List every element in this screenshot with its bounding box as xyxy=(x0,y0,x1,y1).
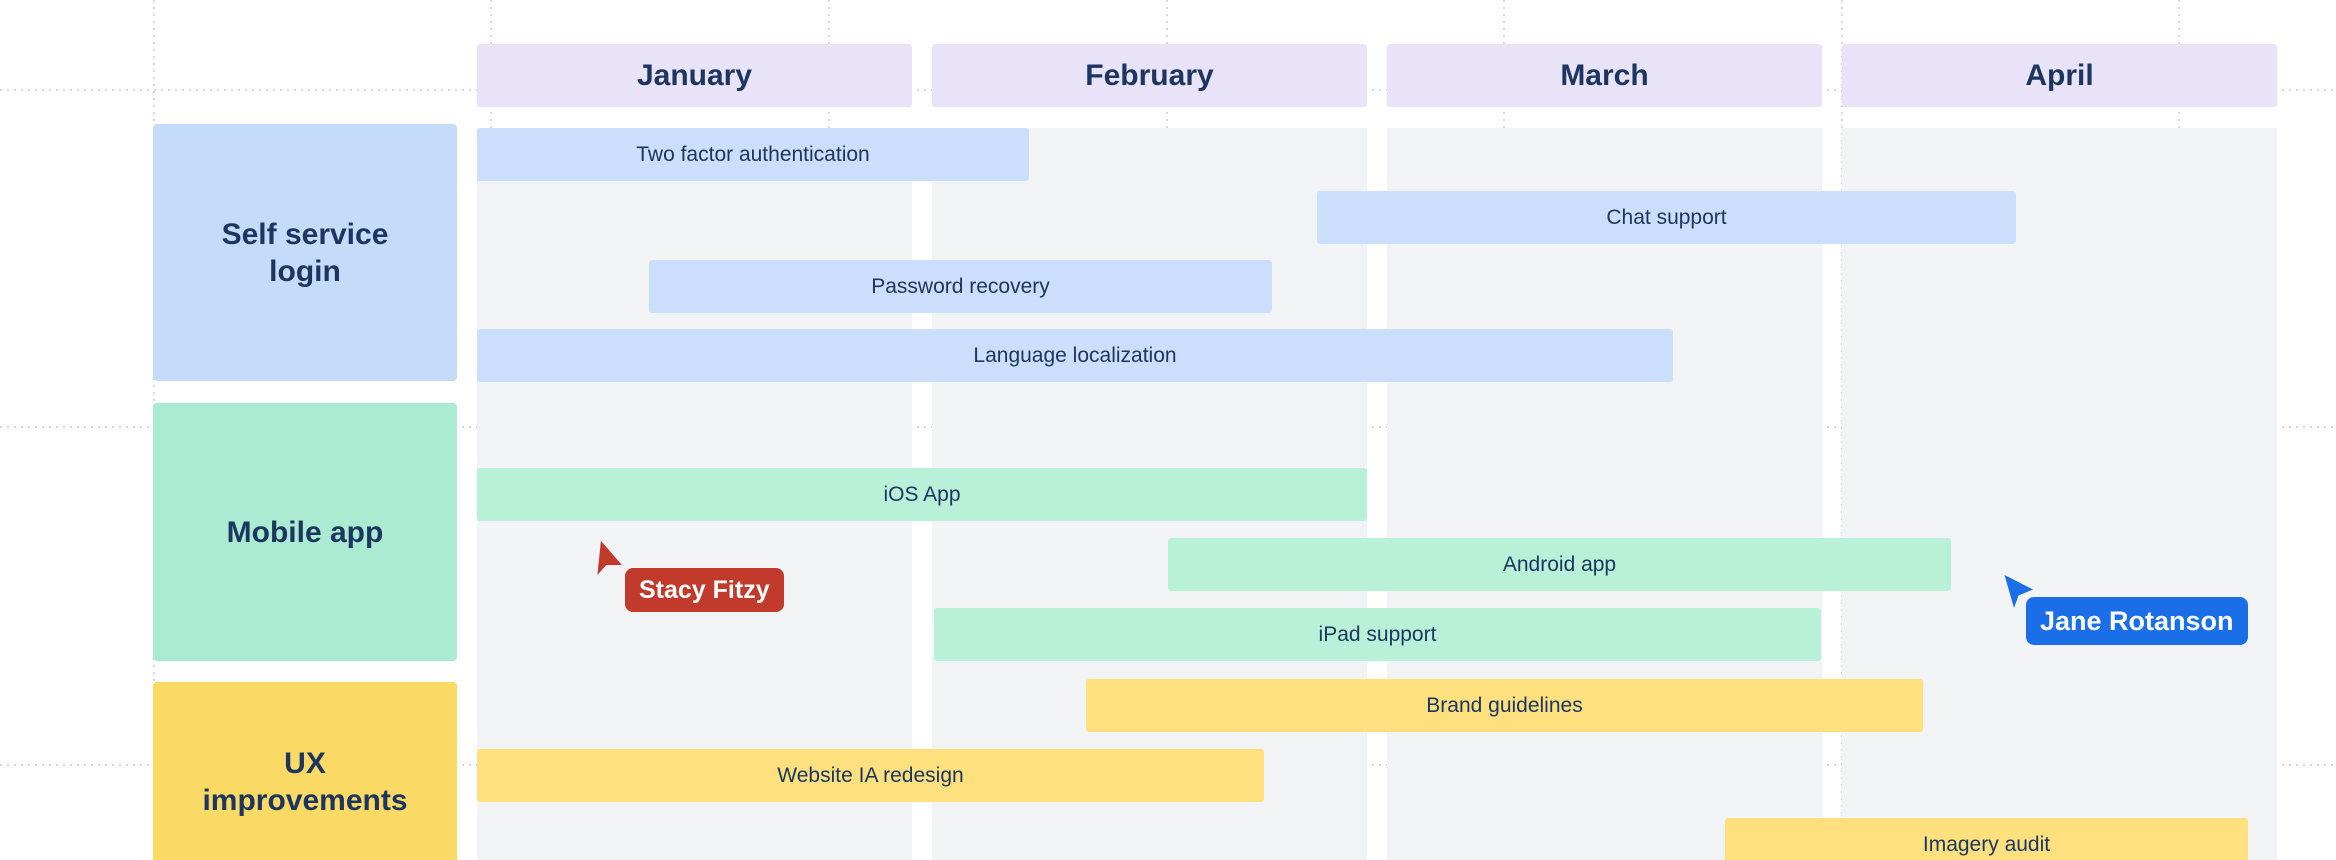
month-header-january[interactable]: January xyxy=(477,44,912,107)
task-bar-chat-support[interactable]: Chat support xyxy=(1317,191,2016,244)
task-bar-label: Chat support xyxy=(1606,205,1727,229)
task-bar-label: iPad support xyxy=(1318,622,1437,646)
task-bar-label: Password recovery xyxy=(871,274,1050,298)
task-bar-brand-guidelines[interactable]: Brand guidelines xyxy=(1086,679,1923,732)
month-header-february[interactable]: February xyxy=(932,44,1367,107)
task-bar-ios-app[interactable]: iOS App xyxy=(477,468,1367,521)
task-bar-label: Android app xyxy=(1502,552,1617,576)
task-bar-label: Website IA redesign xyxy=(777,763,964,787)
month-column-march xyxy=(1387,128,1822,860)
task-bar-two-factor-authentication[interactable]: Two factor authentication xyxy=(477,128,1029,181)
task-bar-label: Two factor authentication xyxy=(636,142,870,166)
cursor-user-name: Stacy Fitzy xyxy=(639,575,770,604)
task-bar-label: iOS App xyxy=(883,482,961,506)
month-label: April xyxy=(2025,58,2094,92)
month-label: February xyxy=(1085,58,1214,92)
user-cursor-name-tag: Jane Rotanson xyxy=(2026,597,2248,645)
task-bar-website-ia-redesign[interactable]: Website IA redesign xyxy=(477,749,1264,802)
task-bar-android-app[interactable]: Android app xyxy=(1168,538,1951,591)
row-label-text: UX improvements xyxy=(202,747,408,817)
row-label-text: Self service login xyxy=(221,217,389,288)
task-bar-label: Brand guidelines xyxy=(1426,693,1583,717)
task-bar-imagery-audit[interactable]: Imagery audit xyxy=(1725,818,2248,860)
task-bar-language-localization[interactable]: Language localization xyxy=(477,329,1673,382)
row-label-ux-improvements[interactable]: UX improvements xyxy=(153,682,457,860)
task-bar-password-recovery[interactable]: Password recovery xyxy=(649,260,1272,313)
row-label-text: Mobile app xyxy=(226,515,384,549)
month-header-april[interactable]: April xyxy=(1842,44,2277,107)
task-bar-label: Imagery audit xyxy=(1922,832,2051,856)
month-label: January xyxy=(636,58,753,92)
row-label-self-service-login[interactable]: Self service login xyxy=(153,124,457,381)
month-label: March xyxy=(1560,58,1649,92)
user-cursor-icon-jane-rotanson xyxy=(2002,574,2036,612)
user-cursor-name-tag: Stacy Fitzy xyxy=(625,568,784,612)
cursor-user-name: Jane Rotanson xyxy=(2040,605,2234,636)
month-header-march[interactable]: March xyxy=(1387,44,1822,107)
task-bar-label: Language localization xyxy=(973,343,1177,367)
user-cursor-icon-stacy-fitzy xyxy=(585,539,631,587)
month-column-april xyxy=(1842,128,2277,860)
row-label-mobile-app[interactable]: Mobile app xyxy=(153,403,457,661)
task-bar-ipad-support[interactable]: iPad support xyxy=(934,608,1821,661)
